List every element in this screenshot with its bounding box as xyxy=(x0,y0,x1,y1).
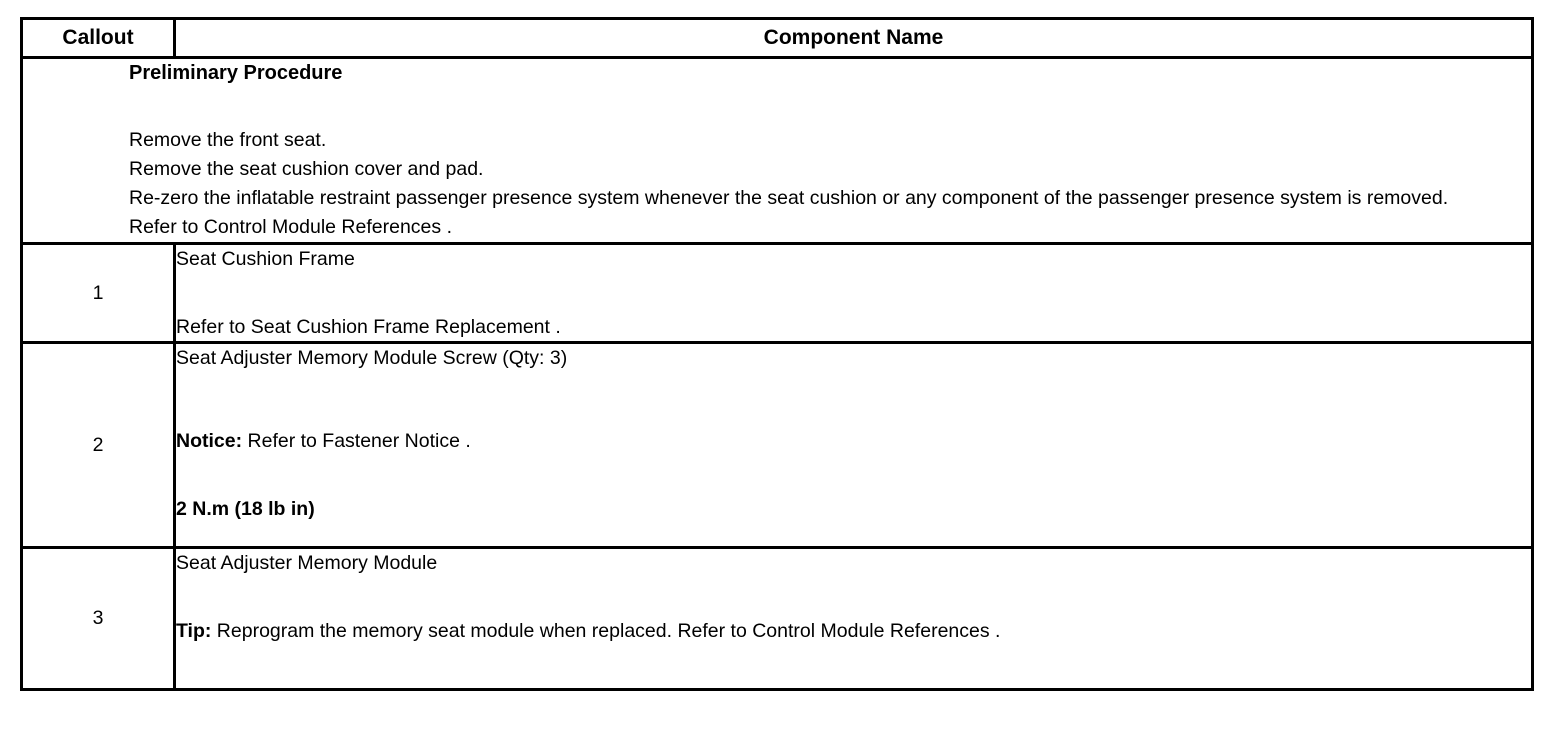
component-reference-1: Refer to Seat Cushion Frame Replacement … xyxy=(176,316,561,338)
tip-label: Tip: xyxy=(176,620,212,642)
preliminary-step-1: Remove the front seat. xyxy=(129,129,327,151)
table-row: 1 Seat Cushion Frame Refer to Seat Cushi… xyxy=(20,242,1534,344)
component-cell-3: Seat Adjuster Memory Module Tip: Reprogr… xyxy=(173,546,1534,691)
component-cell-1: Seat Cushion Frame Refer to Seat Cushion… xyxy=(173,242,1534,344)
component-callout-table: Callout Component Name Preliminary Proce… xyxy=(20,17,1534,691)
component-tip-3: Tip: Reprogram the memory seat module wh… xyxy=(176,617,1531,645)
header-component-name: Component Name xyxy=(173,17,1534,59)
preliminary-procedure-title: Preliminary Procedure xyxy=(129,62,343,84)
callout-number-1: 1 xyxy=(20,242,176,344)
component-name-2: Seat Adjuster Memory Module Screw (Qty: … xyxy=(176,347,568,369)
notice-text: Refer to Fastener Notice . xyxy=(242,430,471,452)
notice-label: Notice: xyxy=(176,430,243,452)
component-name-3: Seat Adjuster Memory Module xyxy=(176,552,438,574)
component-notice-2: Notice: Refer to Fastener Notice . xyxy=(176,427,1531,455)
preliminary-procedure-cell: Preliminary Procedure Remove the front s… xyxy=(20,56,1534,245)
component-torque-2: 2 N.m (18 lb in) xyxy=(176,495,1531,523)
callout-number-2: 2 xyxy=(20,341,176,549)
preliminary-procedure-row: Preliminary Procedure Remove the front s… xyxy=(20,56,1534,245)
tip-text: Reprogram the memory seat module when re… xyxy=(211,620,1001,642)
preliminary-step-2: Remove the seat cushion cover and pad. xyxy=(129,158,484,180)
preliminary-step-3: Re-zero the inflatable restraint passeng… xyxy=(129,187,1449,238)
component-name-1: Seat Cushion Frame xyxy=(176,248,355,270)
callout-number-3: 3 xyxy=(20,546,176,691)
table-row: 2 Seat Adjuster Memory Module Screw (Qty… xyxy=(20,341,1534,549)
table-row: 3 Seat Adjuster Memory Module Tip: Repro… xyxy=(20,546,1534,691)
header-callout: Callout xyxy=(20,17,176,59)
table-header-row: Callout Component Name xyxy=(20,17,1534,59)
torque-value: 2 N.m (18 lb in) xyxy=(176,498,315,520)
component-cell-2: Seat Adjuster Memory Module Screw (Qty: … xyxy=(173,341,1534,549)
